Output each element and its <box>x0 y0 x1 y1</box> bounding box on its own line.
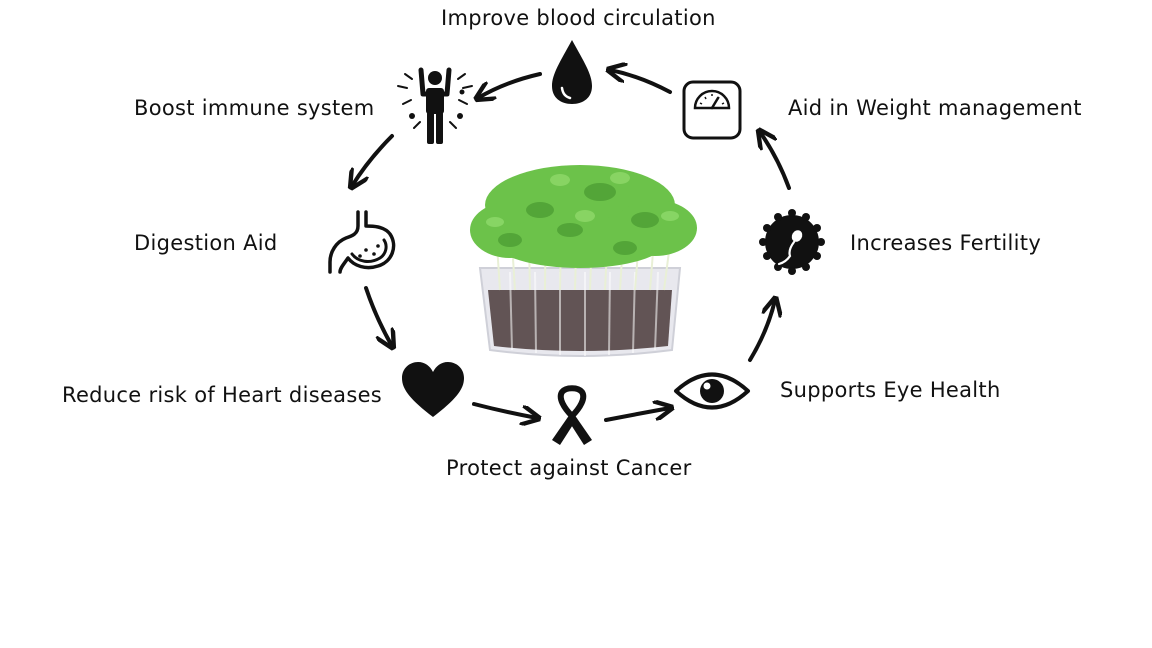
arrow-digestion-to-heart <box>364 286 392 346</box>
label-weight-management: Aid in Weight management <box>788 96 1082 120</box>
stomach-icon <box>328 210 396 274</box>
arrow-heart-to-ribbon <box>472 402 537 418</box>
ribbon-icon <box>552 385 592 445</box>
arrow-fertility-to-scale <box>760 132 791 190</box>
drop-icon <box>552 40 592 104</box>
arrow-eye-to-fertility <box>748 300 775 362</box>
arrow-ribbon-to-eye <box>604 408 670 422</box>
heart-icon <box>402 362 464 417</box>
label-heart-diseases: Reduce risk of Heart diseases <box>62 383 383 407</box>
label-digestion-aid: Digestion Aid <box>134 231 278 255</box>
microgreens-tray-image <box>470 165 697 357</box>
cycle-arrows <box>352 70 791 422</box>
label-fertility: Increases Fertility <box>850 231 1042 255</box>
sperm-badge-icon <box>759 209 825 275</box>
label-blood-circulation: Improve blood circulation <box>441 6 716 30</box>
label-eye-health: Supports Eye Health <box>780 378 1001 402</box>
eye-icon <box>674 372 750 410</box>
arrow-drop-to-immune <box>478 72 542 98</box>
label-cancer: Protect against Cancer <box>446 456 692 480</box>
arrow-immune-to-digestion <box>352 134 394 186</box>
label-immune-system: Boost immune system <box>134 96 375 120</box>
scale-icon <box>682 80 742 140</box>
arrow-scale-to-drop <box>610 70 672 94</box>
person-icon <box>397 67 473 144</box>
